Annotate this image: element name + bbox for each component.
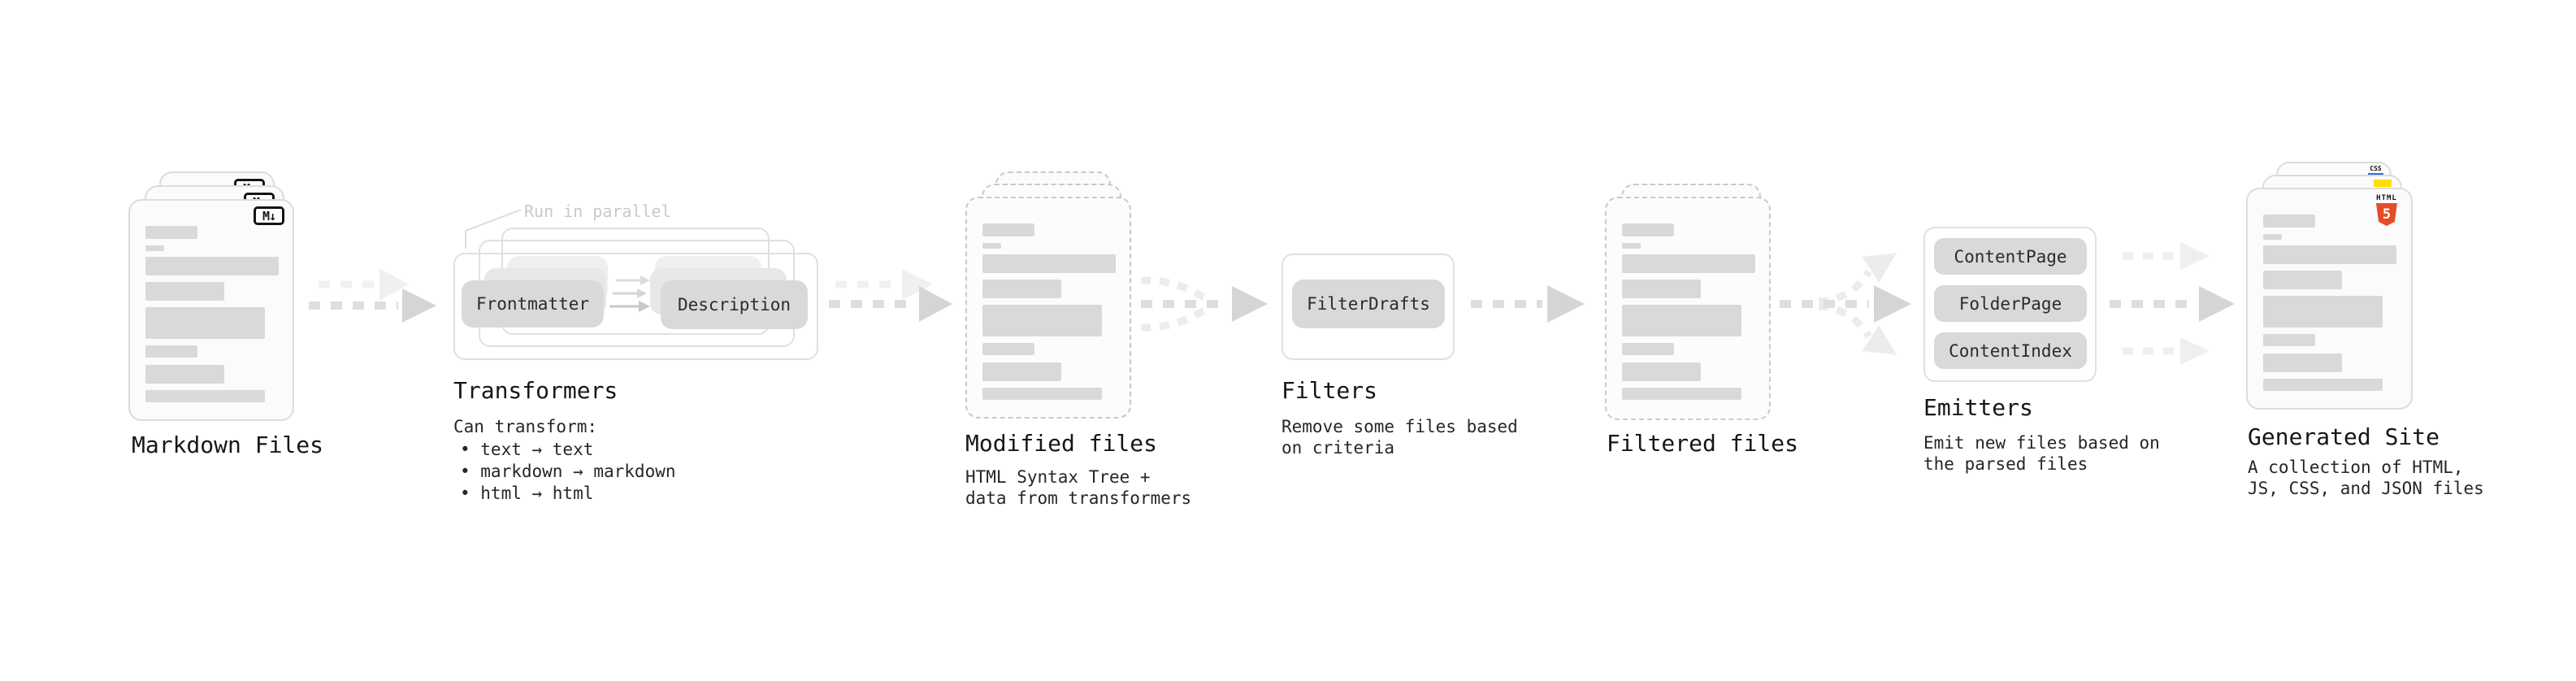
- placeholder-bar: [2263, 234, 2282, 240]
- emitters-desc: Emit new files based on: [1923, 433, 2160, 453]
- filters-desc: on criteria: [1281, 438, 1395, 458]
- run-in-parallel-note: Run in parallel: [524, 202, 671, 221]
- placeholder-bar: [145, 365, 224, 384]
- transformers-bullet: • text → text: [460, 440, 594, 459]
- filtered-files-label: Filtered files: [1607, 430, 1799, 457]
- transformers-desc-title: Can transform:: [453, 417, 598, 436]
- placeholder-bar: [982, 388, 1102, 400]
- generated-site-label: Generated Site: [2248, 423, 2440, 450]
- modified-file-card-front: [965, 197, 1131, 419]
- placeholder-bar: [2263, 354, 2342, 372]
- markdown-files-label: Markdown Files: [132, 432, 324, 458]
- filters-desc: Remove some files based: [1281, 417, 1518, 436]
- transformers-bullet: • markdown → markdown: [460, 462, 676, 481]
- placeholder-bar: [1622, 243, 1641, 249]
- transformers-bullet: • html → html: [460, 484, 594, 503]
- transformer-box-front: [453, 253, 818, 360]
- placeholder-bar: [2263, 271, 2342, 289]
- generated-site-desc: JS, CSS, and JSON files: [2248, 479, 2484, 498]
- filterdrafts-pill: FilterDrafts: [1292, 280, 1445, 328]
- placeholder-bar: [982, 223, 1034, 236]
- emitters-desc: the parsed files: [1923, 454, 2088, 474]
- placeholder-bar: [145, 345, 197, 358]
- placeholder-bar: [982, 254, 1116, 273]
- arrow-modified-to-filters-merge: [1140, 276, 1268, 332]
- modified-files-desc: data from transformers: [965, 488, 1192, 508]
- generated-site-desc: A collection of HTML,: [2248, 458, 2464, 477]
- filtered-file-card-front: [1605, 197, 1771, 420]
- placeholder-bar: [982, 343, 1034, 355]
- modified-files-label: Modified files: [965, 430, 1158, 457]
- placeholder-bar: [145, 245, 164, 251]
- placeholder-bar: [2263, 334, 2315, 346]
- placeholder-bar: [145, 390, 265, 402]
- placeholder-bar: [982, 280, 1061, 298]
- placeholder-bar: [2263, 296, 2383, 327]
- placeholder-bar: [1622, 223, 1674, 236]
- placeholder-bar: [2263, 245, 2396, 264]
- placeholder-bar: [982, 362, 1061, 381]
- placeholder-bar: [1622, 280, 1701, 298]
- emitters-box: [1923, 227, 2097, 382]
- filters-box: [1281, 254, 1455, 360]
- arrow-filters-to-filtered: [1471, 285, 1585, 323]
- arrow-transformers-to-modified: [829, 269, 952, 322]
- contentindex-pill: ContentIndex: [1934, 332, 2087, 369]
- placeholder-bar: [145, 226, 197, 239]
- placeholder-bar: [1622, 305, 1741, 336]
- placeholder-bar: [982, 305, 1102, 336]
- html5-icon: HTML 5: [2372, 194, 2401, 226]
- emitters-label: Emitters: [1923, 394, 2033, 421]
- contentpage-pill: ContentPage: [1934, 238, 2087, 275]
- markdown-icon: M↓: [254, 206, 284, 225]
- javascript-icon: [2374, 180, 2392, 187]
- placeholder-bar: [982, 243, 1001, 249]
- placeholder-bar: [2263, 379, 2383, 391]
- generated-file-card-front: HTML 5: [2246, 188, 2413, 410]
- filters-label: Filters: [1281, 377, 1378, 404]
- placeholder-bar: [1622, 254, 1755, 273]
- placeholder-bar: [1622, 388, 1741, 400]
- placeholder-bar: [145, 257, 279, 275]
- description-pill: Description: [661, 280, 808, 329]
- placeholder-bar: [1622, 343, 1674, 355]
- folderpage-pill: FolderPage: [1934, 285, 2087, 322]
- placeholder-bar: [2263, 215, 2315, 228]
- arrows-emitters-to-generated: [2110, 242, 2235, 365]
- markdown-file-card-front: M↓: [128, 199, 294, 421]
- arrow-filtered-to-emitters-diverge: [1780, 253, 1911, 355]
- transformers-label: Transformers: [453, 377, 618, 404]
- arrow-markdown-to-transformers: [309, 268, 436, 323]
- frontmatter-pill: Frontmatter: [462, 280, 604, 327]
- modified-files-desc: HTML Syntax Tree +: [965, 467, 1151, 487]
- placeholder-bar: [145, 282, 224, 301]
- placeholder-bar: [1622, 362, 1701, 381]
- placeholder-bar: [145, 307, 265, 339]
